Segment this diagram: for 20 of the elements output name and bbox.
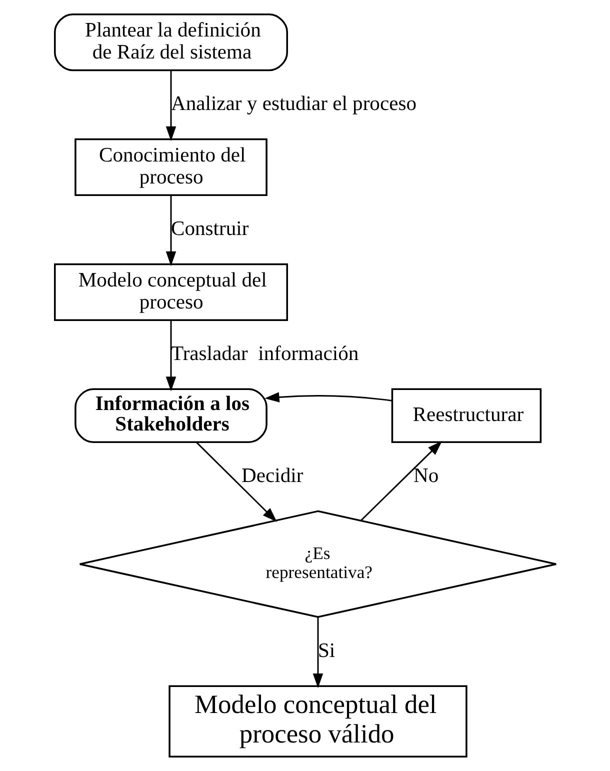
arrow [165, 320, 176, 392]
arrow [360, 440, 442, 521]
node-box: Conocimiento del proceso [74, 138, 267, 196]
arrow [196, 442, 276, 522]
node-diamond: ¿Es representativa? [78, 510, 556, 618]
edge-label: Decidir [241, 465, 303, 488]
edge-label: Trasladar información [170, 343, 358, 366]
node-box: Modelo conceptual del proceso [54, 263, 288, 321]
arrow [312, 617, 323, 688]
edge-label: Si [317, 640, 335, 662]
arrow [165, 70, 176, 142]
node-box: Reestructurar [390, 388, 542, 443]
edge-label: No [413, 465, 438, 488]
node-box: Modelo conceptual del proceso válido [168, 685, 467, 758]
edge-label: Analizar y estudiar el proceso [170, 93, 416, 116]
arrow [264, 392, 392, 402]
node-box: Información a los Stakeholders [74, 388, 267, 443]
node-box: Plantear la definición de Raíz del sistema [54, 13, 288, 72]
arrow [165, 195, 176, 266]
edge-label: Construir [170, 218, 248, 240]
